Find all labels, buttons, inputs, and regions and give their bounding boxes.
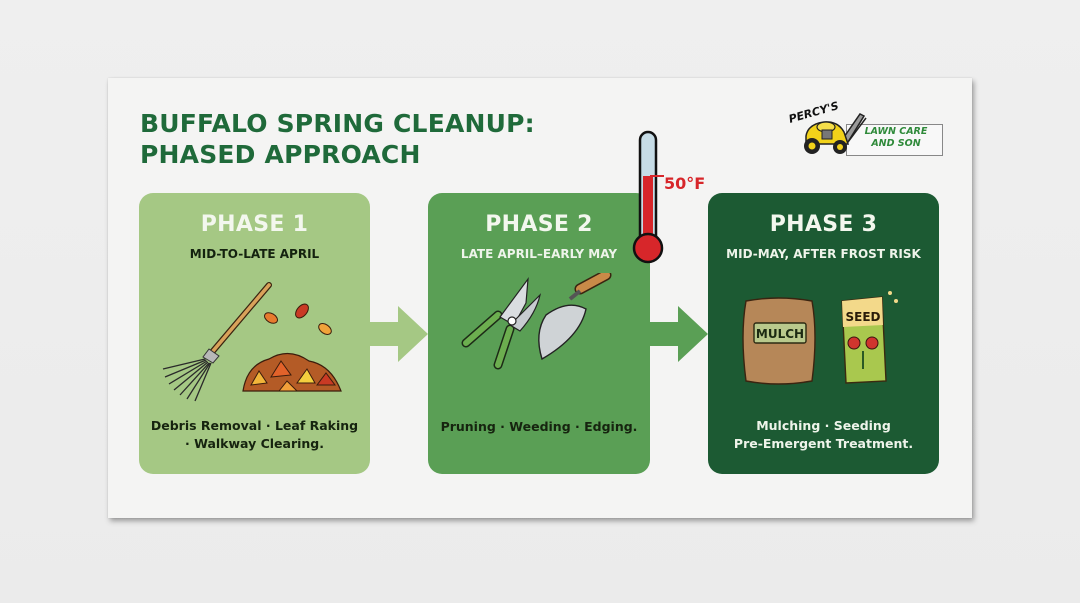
rake-icon	[162, 282, 272, 402]
logo-line-1: LAWN CARE	[864, 126, 928, 137]
phase-1-title: PHASE 1	[200, 212, 309, 237]
phase-3-timing: MID-MAY, AFTER FROST RISK	[726, 247, 921, 261]
leaf-pile-icon	[242, 303, 342, 392]
seed-label: SEED	[846, 310, 881, 324]
mulch-bag-icon: MULCH	[742, 297, 816, 385]
arrow-right-icon	[650, 306, 708, 362]
pruning-shears-icon	[461, 276, 542, 370]
title-line-1: BUFFALO SPRING CLEANUP:	[140, 109, 535, 138]
phase-3-title: PHASE 3	[769, 212, 878, 237]
mulch-label: MULCH	[756, 327, 804, 341]
phase-3-tasks-line-1: Mulching · Seeding	[756, 418, 891, 433]
trowel-icon	[538, 273, 612, 361]
logo-name: LAWN CARE AND SON	[852, 126, 940, 150]
title-line-2: PHASED APPROACH	[140, 140, 421, 169]
phase-3-tasks: Mulching · Seeding Pre-Emergent Treatmen…	[714, 417, 933, 453]
phase-2-timing: LATE APRIL–EARLY MAY	[460, 247, 618, 261]
phase-2-title: PHASE 2	[485, 212, 593, 237]
phase-1-tasks-line-1: Debris Removal · Leaf Raking	[150, 418, 359, 433]
phase-1-illustration	[162, 282, 342, 402]
arrow-right-icon	[370, 306, 428, 362]
phase-2-tasks: Pruning · Weeding · Edging.	[434, 418, 644, 436]
logo-text-box	[846, 124, 943, 156]
seed-packet-icon: SEED	[841, 291, 898, 384]
phase-1-timing: MID-TO-LATE APRIL	[189, 247, 320, 261]
phase-1-tasks-line-2: · Walkway Clearing.	[185, 436, 324, 451]
phase-3-card: PHASE 3 MID-MAY, AFTER FROST RISK MULCH …	[708, 193, 939, 474]
phase-2-illustration	[461, 273, 612, 370]
phase-3-illustration: MULCH SEED	[742, 291, 898, 385]
page-title: BUFFALO SPRING CLEANUP: PHASED APPROACH	[140, 108, 535, 170]
logo-line-2: AND SON	[871, 138, 921, 149]
phase-2-tasks-line-1: Pruning · Weeding · Edging.	[440, 419, 638, 434]
temperature-label: 50°F	[664, 174, 706, 193]
phase-2-card: PHASE 2 LATE APRIL–EARLY MAY Pruning · W…	[428, 193, 650, 474]
thermometer-icon	[632, 130, 664, 264]
phase-3-tasks-line-2: Pre-Emergent Treatment.	[733, 436, 914, 451]
company-logo: PERCY'S LAWN CARE AND SON	[786, 96, 946, 158]
infographic-poster: BUFFALO SPRING CLEANUP: PHASED APPROACH …	[108, 78, 972, 518]
lawn-mower-icon	[804, 113, 867, 154]
phase-1-tasks: Debris Removal · Leaf Raking · Walkway C…	[145, 417, 364, 453]
phase-1-card: PHASE 1 MID-TO-LATE APRIL	[139, 193, 370, 474]
